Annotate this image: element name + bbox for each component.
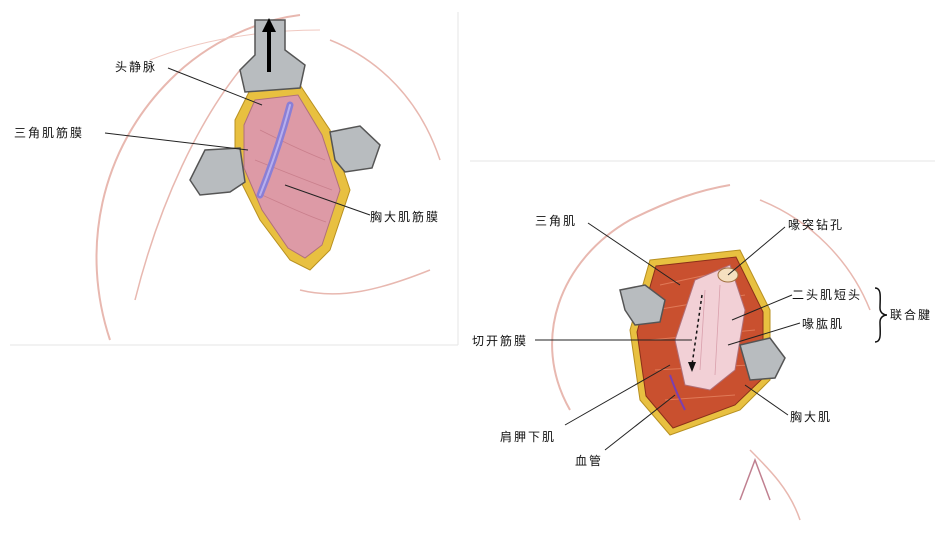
right-surgical-drawing: [470, 160, 935, 521]
lower-right-retractor: [739, 337, 786, 381]
left-retractor: [189, 147, 246, 196]
right-illustration: 三角肌 喙突钻孔 二头肌短头 喙肱肌 联合腱 切开筋膜 肩胛下肌 血管 胸大肌: [470, 160, 940, 530]
label-coracobrachialis: 喙肱肌: [802, 317, 845, 331]
label-conjoined-tendon: 联合腱: [890, 308, 933, 322]
label-coracoid: 喙突钻孔: [788, 218, 845, 232]
label-incised-fascia: 切开筋膜: [472, 334, 529, 348]
right-retractor: [329, 125, 381, 173]
left-surgical-drawing: [10, 12, 459, 346]
top-retractor: [239, 18, 306, 93]
label-vessels: 血管: [575, 454, 604, 468]
label-deltoid-fascia: 三角肌筋膜: [14, 126, 85, 140]
label-pectoral-fascia: 胸大肌筋膜: [370, 210, 441, 224]
upper-left-retractor: [619, 284, 666, 326]
label-cephalic-vein: 头静脉: [115, 60, 158, 74]
left-illustration: 头静脉 三角肌筋膜 胸大肌筋膜: [0, 0, 470, 350]
label-biceps-short-head: 二头肌短头: [792, 288, 863, 302]
fascia-surface: [243, 94, 341, 259]
label-pectoralis-major: 胸大肌: [790, 410, 833, 424]
label-deltoid: 三角肌: [535, 214, 578, 228]
label-subscapularis: 肩胛下肌: [500, 430, 557, 444]
brace: [874, 287, 888, 343]
